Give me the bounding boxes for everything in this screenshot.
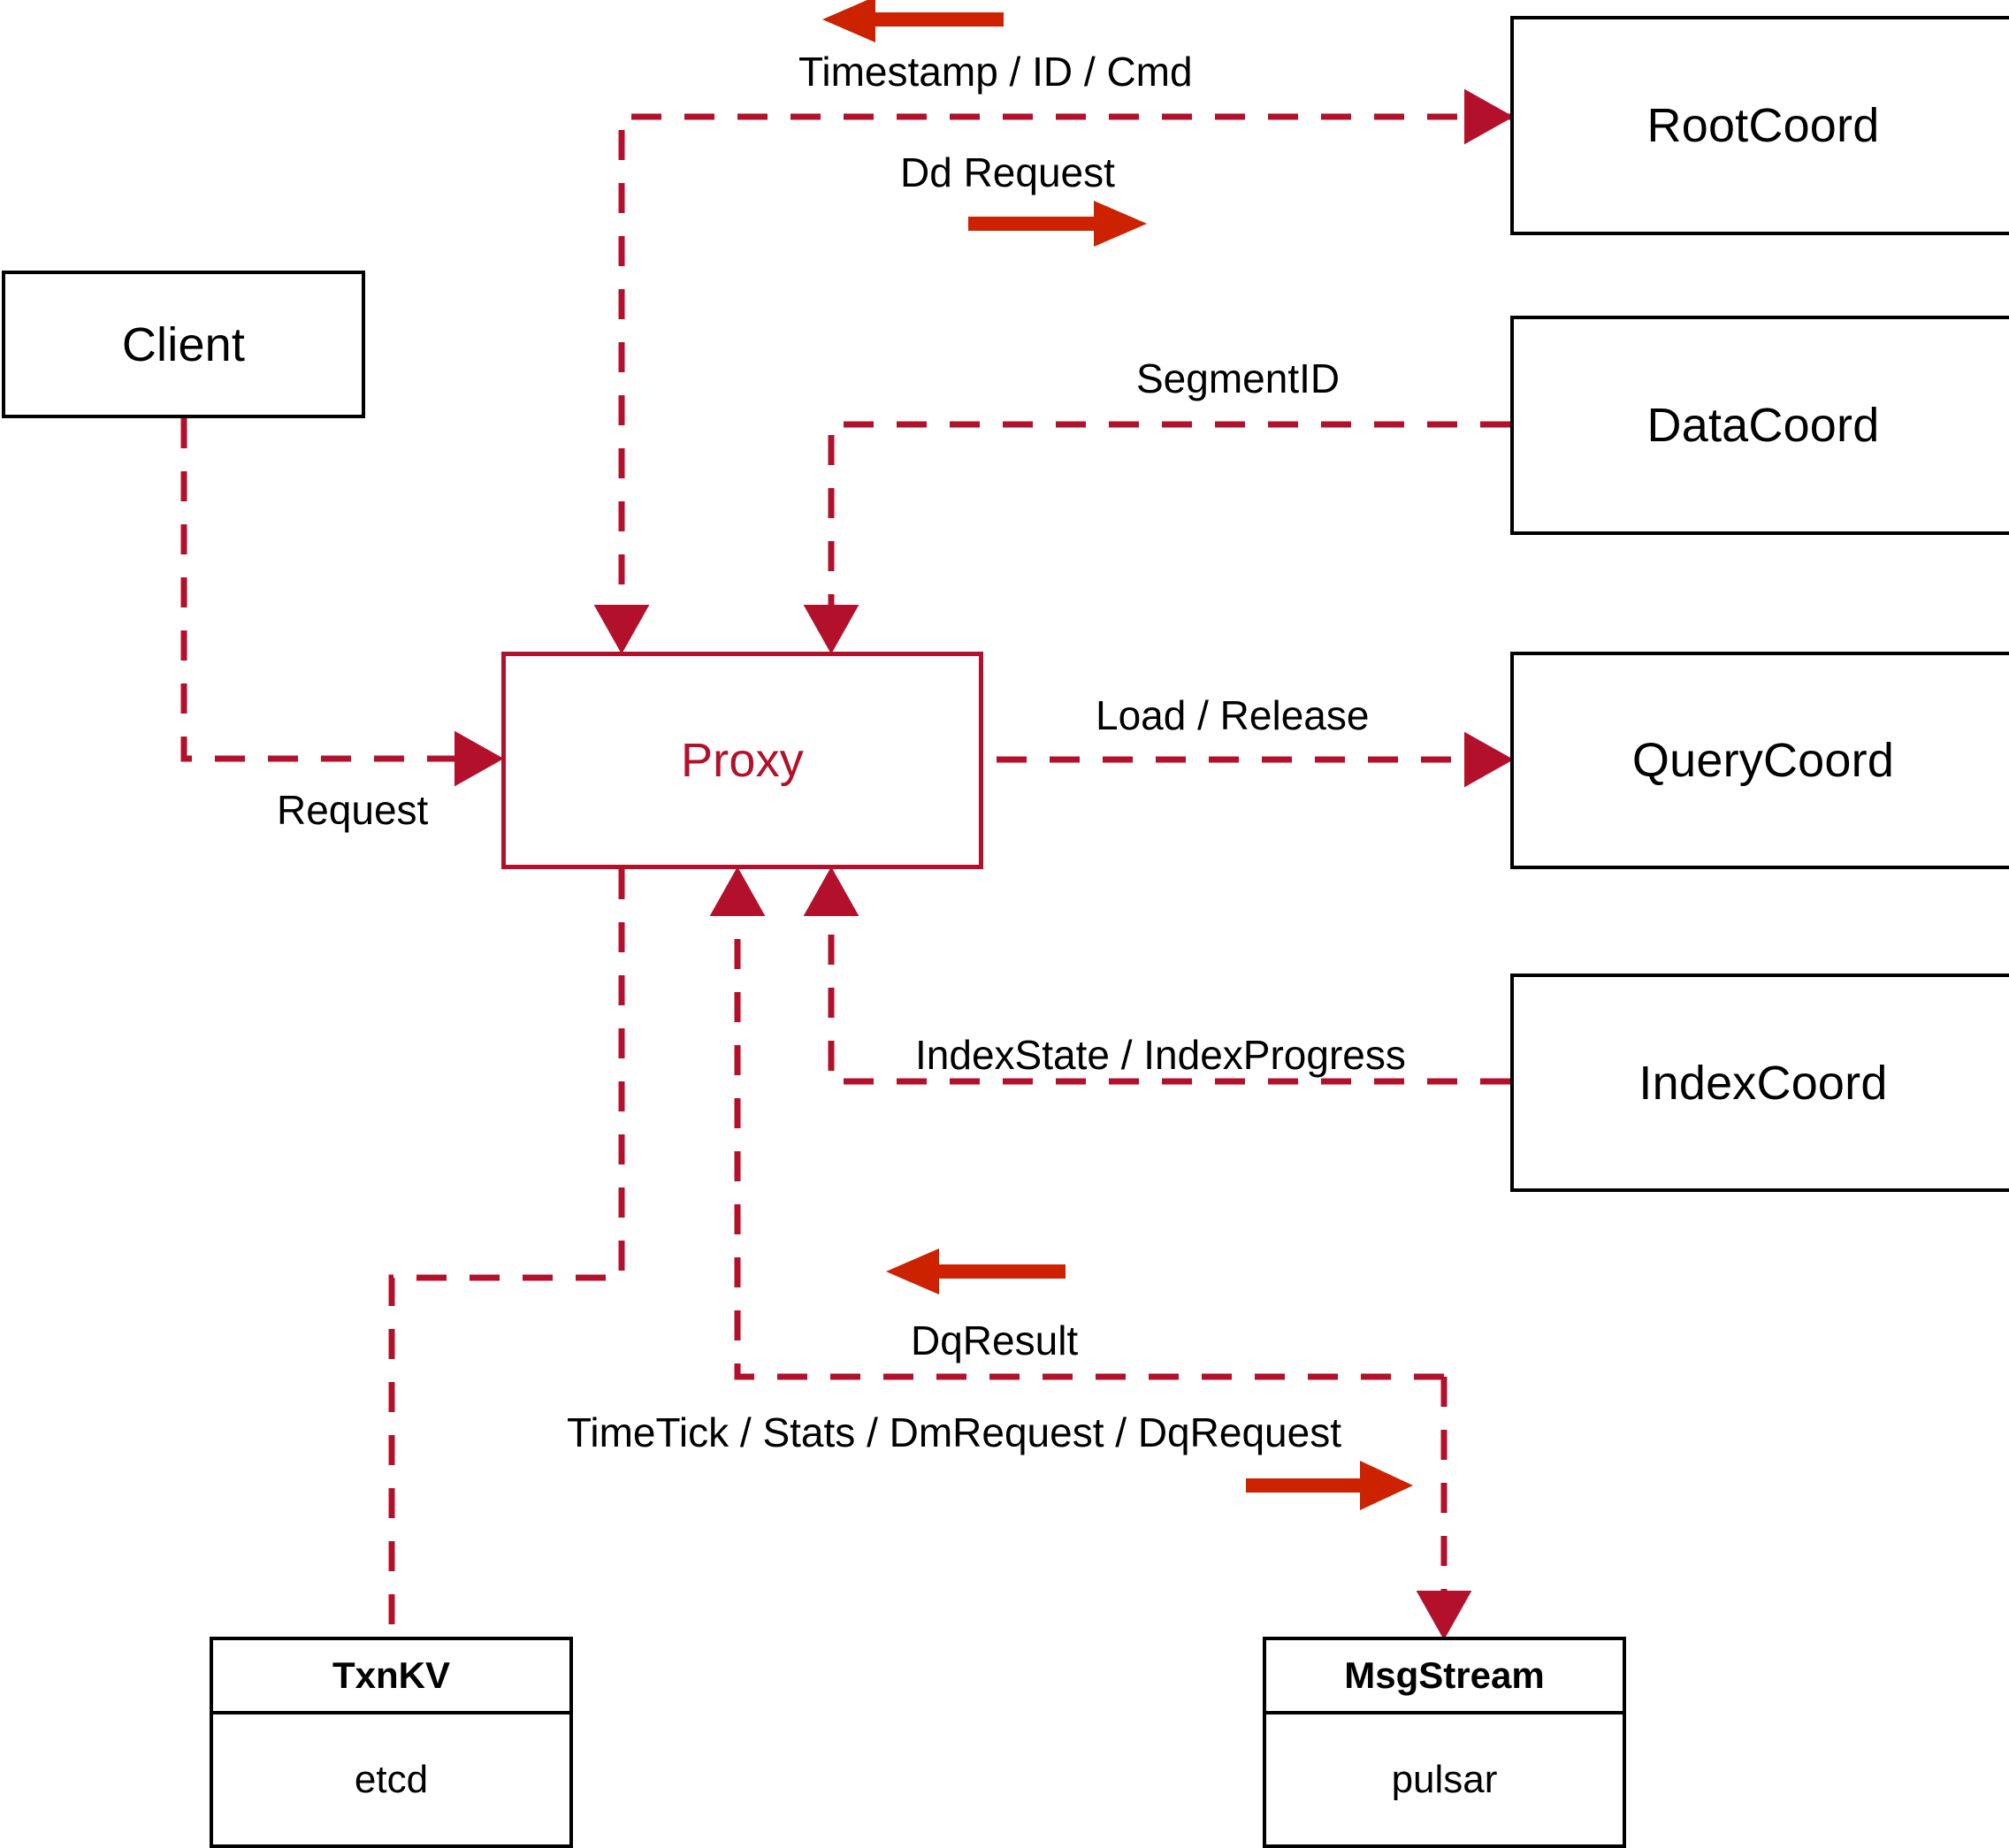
edge-label-timetick-stats: TimeTick / Stats / DmRequest / DqRequest <box>567 1409 1341 1455</box>
edge-label-index-state-progress: IndexState / IndexProgress <box>915 1032 1406 1078</box>
wire-client-to-proxy <box>180 418 504 787</box>
bold-arrow-dqresult-left <box>886 1249 1066 1294</box>
wire-indexcoord-to-proxy <box>803 867 1510 1085</box>
edge-label-timestamp-id-cmd: Timestamp / ID / Cmd <box>798 49 1193 95</box>
node-datacoord-label: DataCoord <box>1646 399 1880 452</box>
edge-label-dq-result: DqResult <box>911 1317 1079 1363</box>
wire-rootcoord-to-proxy <box>593 113 1510 654</box>
node-proxy[interactable]: Proxy <box>501 652 983 869</box>
node-txnkv-header: TxnKV <box>213 1640 569 1714</box>
node-client-label: Client <box>121 317 246 371</box>
node-indexcoord-label: IndexCoord <box>1639 1056 1888 1110</box>
node-txnkv[interactable]: TxnKV etcd <box>210 1637 573 1848</box>
node-txnkv-body: etcd <box>354 1757 429 1801</box>
node-indexcoord[interactable]: IndexCoord <box>1510 974 2009 1192</box>
edge-label-request: Request <box>277 787 429 833</box>
bold-arrow-timestamp-left <box>822 0 1004 42</box>
node-rootcoord[interactable]: RootCoord <box>1510 16 2009 235</box>
bold-arrow-dqrequest-right <box>1246 1461 1413 1510</box>
node-proxy-label: Proxy <box>680 734 805 787</box>
bold-arrow-ddrequest-right <box>968 201 1147 247</box>
wire-msgstream-to-proxy <box>709 867 1444 1380</box>
edge-label-segment-id: SegmentID <box>1136 355 1341 401</box>
wire-proxy-to-txnkv <box>388 869 625 1640</box>
node-querycoord[interactable]: QueryCoord <box>1510 652 2009 869</box>
wire-datacoord-to-proxy <box>803 421 1510 654</box>
edge-label-load-release: Load / Release <box>1096 692 1370 738</box>
node-msgstream[interactable]: MsgStream pulsar <box>1263 1637 1626 1848</box>
node-rootcoord-label: RootCoord <box>1646 99 1880 152</box>
edge-label-dd-request: Dd Request <box>900 149 1115 195</box>
node-client[interactable]: Client <box>2 271 365 418</box>
node-datacoord[interactable]: DataCoord <box>1510 316 2009 535</box>
node-querycoord-label: QueryCoord <box>1631 734 1895 787</box>
node-msgstream-body: pulsar <box>1391 1757 1498 1801</box>
node-msgstream-header: MsgStream <box>1266 1640 1623 1714</box>
